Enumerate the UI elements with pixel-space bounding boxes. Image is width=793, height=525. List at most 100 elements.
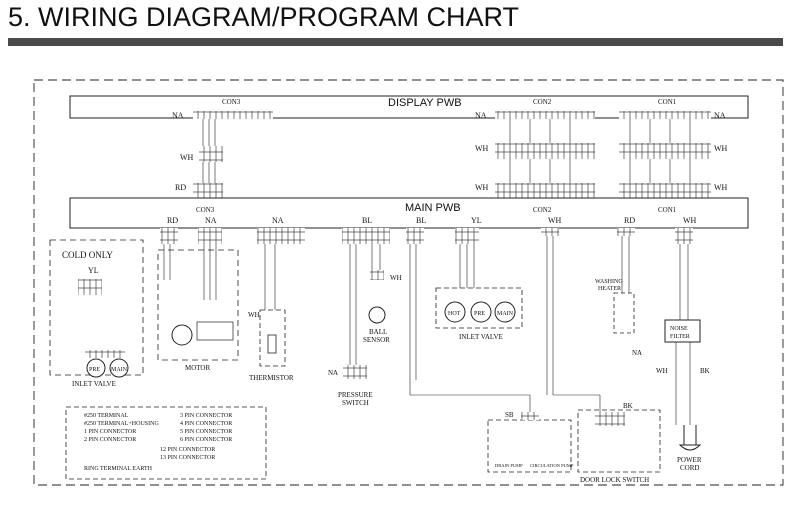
legend-item-7: 5 PIN CONNECTOR <box>180 429 232 435</box>
plug-symbol <box>678 425 702 451</box>
display-harness <box>202 119 691 183</box>
con3-low-connector <box>193 183 223 199</box>
circulation-pump-label: CIRCULATION PUMP <box>530 463 574 468</box>
motor-box <box>157 249 239 361</box>
motor-tacho <box>196 321 234 341</box>
legend-item-3: 1 PIN CONNECTOR <box>84 429 136 435</box>
noise-filter <box>664 319 701 343</box>
heater-label-2: HEATER <box>598 286 621 292</box>
thermistor-wh: WH <box>248 311 260 319</box>
display-wh-mid: WH <box>475 144 489 153</box>
display-na-left: NA <box>172 111 184 120</box>
display-con2-pins <box>495 111 595 119</box>
cold-connector <box>78 279 102 295</box>
legend-item-1: #250 TERMINAL <box>84 413 129 419</box>
pressure-connector <box>343 365 367 379</box>
legend: #250 TERMINAL #250 TERMINAL+HOUSING 1 PI… <box>84 413 232 472</box>
inlet-valve-right-label: INLET VALVE <box>459 333 503 341</box>
legend-item-10: 13 PIN CONNECTOR <box>160 455 215 461</box>
ball-label-2: SENSOR <box>363 336 390 344</box>
main-na1: NA <box>205 216 217 225</box>
legend-item-9: 12 PIN CONNECTOR <box>160 447 215 453</box>
heater-box <box>613 292 635 334</box>
display-con1-pins <box>619 111 711 119</box>
motor-symbol <box>171 324 193 346</box>
bk-label: BK <box>623 402 633 410</box>
cold-valve-connector <box>85 350 125 358</box>
pre-label-right: PRE <box>474 311 485 317</box>
pre-valve-right <box>470 301 492 323</box>
display-na-right: NA <box>714 111 726 120</box>
outer-frame <box>33 79 784 486</box>
door-lock-box <box>577 409 661 473</box>
display-rd-left: RD <box>175 183 186 192</box>
ball-wh: WH <box>390 274 402 282</box>
ball-label-1: BALL <box>369 328 387 336</box>
ball-sensor-connector <box>370 270 384 280</box>
heater-label-1: WASHING <box>595 279 623 285</box>
door-lock-connector <box>595 412 625 426</box>
main-wh2: WH <box>683 216 697 225</box>
power-wh: WH <box>656 367 668 375</box>
legend-item-4: 2 PIN CONNECTOR <box>84 437 136 443</box>
main-bl2: BL <box>416 216 426 225</box>
display-wh-left: WH <box>180 153 194 162</box>
drain-pump-label: DRAIN PUMP <box>495 463 523 468</box>
main-label-right: MAIN <box>497 311 514 317</box>
hot-valve <box>444 301 466 323</box>
power-cord-label-2: CORD <box>680 464 699 472</box>
display-wh-mid2: WH <box>475 183 489 192</box>
display-con3-pins <box>193 111 273 119</box>
power-bk: BK <box>700 367 710 375</box>
cold-yl-label: YL <box>88 266 99 275</box>
legend-item-6: 4 PIN CONNECTOR <box>180 421 232 427</box>
main-pwb-board <box>69 197 749 229</box>
main-con1-label: CON1 <box>658 206 677 214</box>
display-con3-label: CON3 <box>222 98 241 106</box>
main-rd1: RD <box>167 216 178 225</box>
con3-mid-connector <box>199 146 223 162</box>
main-bl1: BL <box>362 216 372 225</box>
pump-connector <box>521 412 539 420</box>
display-pwb-label: DISPLAY PWB <box>388 97 462 109</box>
pressure-label-1: PRESSURE <box>338 391 373 399</box>
con1-low-connector <box>619 183 711 199</box>
display-wh-right: WH <box>714 144 728 153</box>
main-wh1: WH <box>548 216 562 225</box>
legend-item-2: #250 TERMINAL+HOUSING <box>84 421 159 427</box>
power-cord-label-1: POWER <box>677 456 702 464</box>
cold-only-label: COLD ONLY <box>62 250 113 260</box>
sb-label: SB <box>505 411 514 419</box>
con1-mid-connector <box>619 143 711 159</box>
noise-label-2: FILTER <box>670 334 690 340</box>
con2-mid-connector <box>495 143 595 159</box>
main-valve-left <box>109 358 129 378</box>
legend-box <box>65 406 267 480</box>
main-pwb-label: MAIN PWB <box>405 202 461 214</box>
display-wh-right2: WH <box>714 183 728 192</box>
pressure-label-2: SWITCH <box>342 399 369 407</box>
main-con2-label: CON2 <box>533 206 552 214</box>
main-label-left: MAIN <box>111 367 128 373</box>
door-lock-label: DOOR LOCK SWITCH <box>580 476 649 484</box>
main-con3-label: CON3 <box>196 206 215 214</box>
heater-na: NA <box>632 349 642 357</box>
main-connectors <box>160 228 693 244</box>
ball-sensor-symbol <box>368 306 386 324</box>
con2-low-connector <box>495 183 595 199</box>
display-con2-label: CON2 <box>533 98 552 106</box>
pre-valve-left <box>86 358 106 378</box>
motor-label: MOTOR <box>185 364 210 372</box>
main-yl1: YL <box>471 216 482 225</box>
thermistor-symbol <box>267 334 277 354</box>
title-rule <box>8 38 783 46</box>
wiring-lines <box>163 236 691 425</box>
noise-label-1: NOISE <box>670 326 688 332</box>
page-title: 5. WIRING DIAGRAM/PROGRAM CHART <box>8 2 520 32</box>
main-valve-right <box>494 301 516 323</box>
legend-item-8: 6 PIN CONNECTOR <box>180 437 232 443</box>
thermistor-label: THERMISTOR <box>249 374 294 382</box>
legend-item-11: RING TERMINAL EARTH <box>84 466 153 472</box>
inlet-valve-box <box>435 287 523 329</box>
